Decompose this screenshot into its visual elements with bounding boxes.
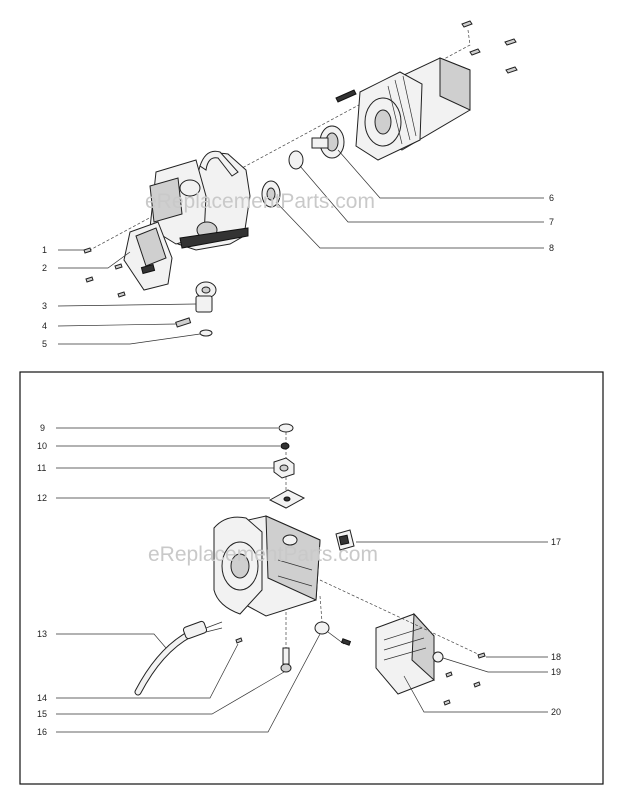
callout-3: 3 (42, 301, 47, 311)
switch-17 (335, 529, 355, 551)
cover-plate-2 (123, 221, 173, 291)
callout-4: 4 (42, 321, 47, 331)
motor (335, 57, 471, 161)
o-ring-5 (199, 329, 213, 337)
control-box-20 (375, 612, 435, 695)
callout-8: 8 (549, 243, 554, 253)
gear-6 (311, 125, 345, 159)
valve-16 (314, 595, 352, 646)
screw-14 (235, 637, 243, 644)
callout-6: 6 (549, 193, 554, 203)
leader-lines-top (57, 149, 544, 345)
control-axis-line (319, 579, 481, 656)
screw-18 (477, 652, 486, 659)
small-screws-top (83, 247, 126, 298)
callout-17: 17 (551, 537, 561, 547)
callout-13: 13 (37, 629, 47, 639)
gear-8 (261, 180, 281, 208)
power-cord-13 (134, 620, 223, 696)
callout-15: 15 (37, 709, 47, 719)
watermark-top: eReplacementParts.com (145, 190, 375, 213)
leader-lines-bottom (56, 427, 548, 733)
callout-10: 10 (37, 441, 47, 451)
cap-9 (278, 423, 294, 433)
callout-11: 11 (37, 463, 46, 473)
main-housing (149, 150, 251, 251)
callout-1: 1 (42, 245, 47, 255)
motor-screws (461, 20, 518, 74)
callout-18: 18 (551, 652, 561, 662)
plate-12 (268, 489, 306, 509)
callout-19: 19 (551, 667, 561, 677)
pin-4 (175, 317, 192, 328)
washer-7 (288, 150, 304, 170)
callout-5: 5 (42, 339, 47, 349)
nut-10 (280, 442, 290, 450)
callout-20: 20 (551, 707, 561, 717)
callout-12: 12 (37, 493, 47, 503)
callouts-top: 1 2 3 4 5 6 7 8 (42, 193, 554, 349)
sensor-15 (280, 612, 292, 673)
watermark-bottom: eReplacementParts.com (148, 543, 378, 566)
lower-section-frame (19, 371, 604, 785)
callout-16: 16 (37, 727, 47, 737)
callout-7: 7 (549, 217, 554, 227)
callout-9: 9 (40, 423, 45, 433)
callout-14: 14 (37, 693, 47, 703)
top-assembly: 1 2 3 4 5 6 7 8 eReplacementParts.com (42, 20, 554, 349)
small-screws-bottom (443, 671, 481, 706)
bottom-assembly: 9 10 11 12 13 14 15 16 17 18 19 20 eRepl… (37, 423, 561, 737)
fitting-3 (195, 281, 217, 313)
plug-19 (432, 651, 444, 663)
callout-2: 2 (42, 263, 47, 273)
hex-nut-11 (273, 457, 295, 479)
callouts-bottom: 9 10 11 12 13 14 15 16 17 18 19 20 (37, 423, 561, 737)
pump-housing (213, 515, 321, 617)
